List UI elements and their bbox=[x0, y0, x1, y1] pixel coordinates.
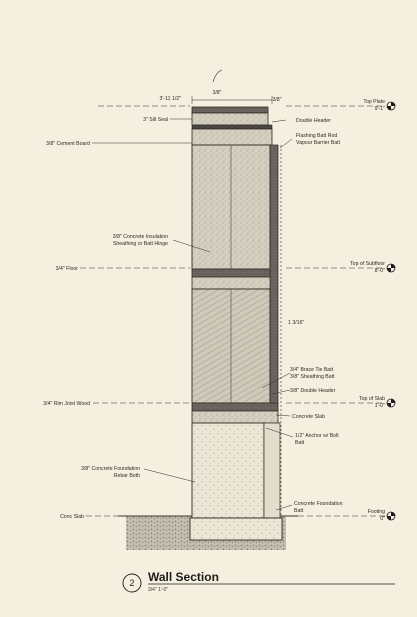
label-found-a: 3/8" Concrete Foundation bbox=[81, 466, 140, 472]
label-footing-b: Batt bbox=[294, 508, 304, 514]
level-floor-name: Top of Subfloor bbox=[350, 261, 385, 267]
footing bbox=[189, 517, 283, 541]
sill-block bbox=[191, 410, 279, 424]
title-number-circle bbox=[122, 573, 142, 593]
level-slab-elev: 1'-0" bbox=[375, 403, 385, 409]
label-floor: 3/4" Floor bbox=[56, 266, 79, 272]
exterior-cladding bbox=[269, 144, 279, 404]
label-stud: 3/8" Double Header bbox=[290, 388, 336, 394]
level-slab-name: Top of Slab bbox=[359, 396, 385, 402]
label-anchor-a: 1/2" Anchor w/ Bolt bbox=[295, 433, 339, 439]
label-sheath-a: Flashing Batt Rod bbox=[296, 133, 337, 139]
title-text: Wall Section bbox=[148, 570, 219, 584]
top-dim-left: 3'-11 1/2" bbox=[160, 96, 182, 102]
title-scale: 3/4" 1'-0" bbox=[148, 587, 168, 593]
leader-lines bbox=[92, 118, 294, 511]
header-band bbox=[191, 124, 273, 130]
level-top-name: Top Plate bbox=[363, 99, 385, 105]
label-found-b: Rebar Both bbox=[114, 473, 140, 479]
level-grade-elev: 0" bbox=[380, 516, 385, 522]
label-cap: Double Header bbox=[296, 118, 331, 124]
label-dim: 1 3/16" bbox=[288, 320, 304, 326]
level-marker-floor bbox=[386, 263, 396, 273]
header-block bbox=[191, 128, 273, 146]
level-marker-grade bbox=[386, 511, 396, 521]
level-floor-elev: 8'-0" bbox=[375, 268, 385, 274]
sill-plate bbox=[191, 402, 279, 412]
top-dim-right: 3/8" bbox=[272, 97, 281, 103]
label-rim: 3/4" Rim Joist Wood bbox=[43, 401, 90, 407]
title-number: 2 bbox=[129, 578, 134, 588]
top-dim-center: 3/8" bbox=[212, 90, 221, 96]
rim-board bbox=[191, 276, 273, 290]
level-top-elev: 9'-1" bbox=[375, 106, 385, 112]
level-grade-name: Footing bbox=[368, 509, 385, 515]
foundation-wall bbox=[191, 422, 265, 519]
label-insulation-b: Sheathing or Batt Hinge bbox=[113, 241, 168, 247]
top-cap bbox=[191, 106, 269, 114]
label-sill: Concrete Slab bbox=[292, 414, 325, 420]
label-anchor-b: Batt bbox=[295, 440, 305, 446]
foundation-insulation bbox=[263, 422, 281, 519]
level-marker-top bbox=[386, 101, 396, 111]
top-plate bbox=[191, 112, 269, 126]
label-grade: Conc Slab bbox=[60, 514, 84, 520]
label-sheathing: 3/8" Cement Board bbox=[46, 141, 90, 147]
level-marker-slab bbox=[386, 398, 396, 408]
top-arrow-curve bbox=[212, 69, 223, 83]
label-brace-a: 3/4" Brace Tie Batt bbox=[290, 367, 334, 373]
label-sheath-b: Vapour Barrier Batt bbox=[296, 140, 341, 146]
label-top-plate: 3" Sill Seal bbox=[143, 117, 168, 123]
floor-joist bbox=[191, 268, 273, 278]
label-footing-a: Concrete Foundation bbox=[294, 501, 343, 507]
label-insulation-a: 3/8" Concrete Insulation bbox=[113, 234, 168, 240]
label-brace-b: 3/8" Sheathing Batt bbox=[290, 374, 335, 380]
